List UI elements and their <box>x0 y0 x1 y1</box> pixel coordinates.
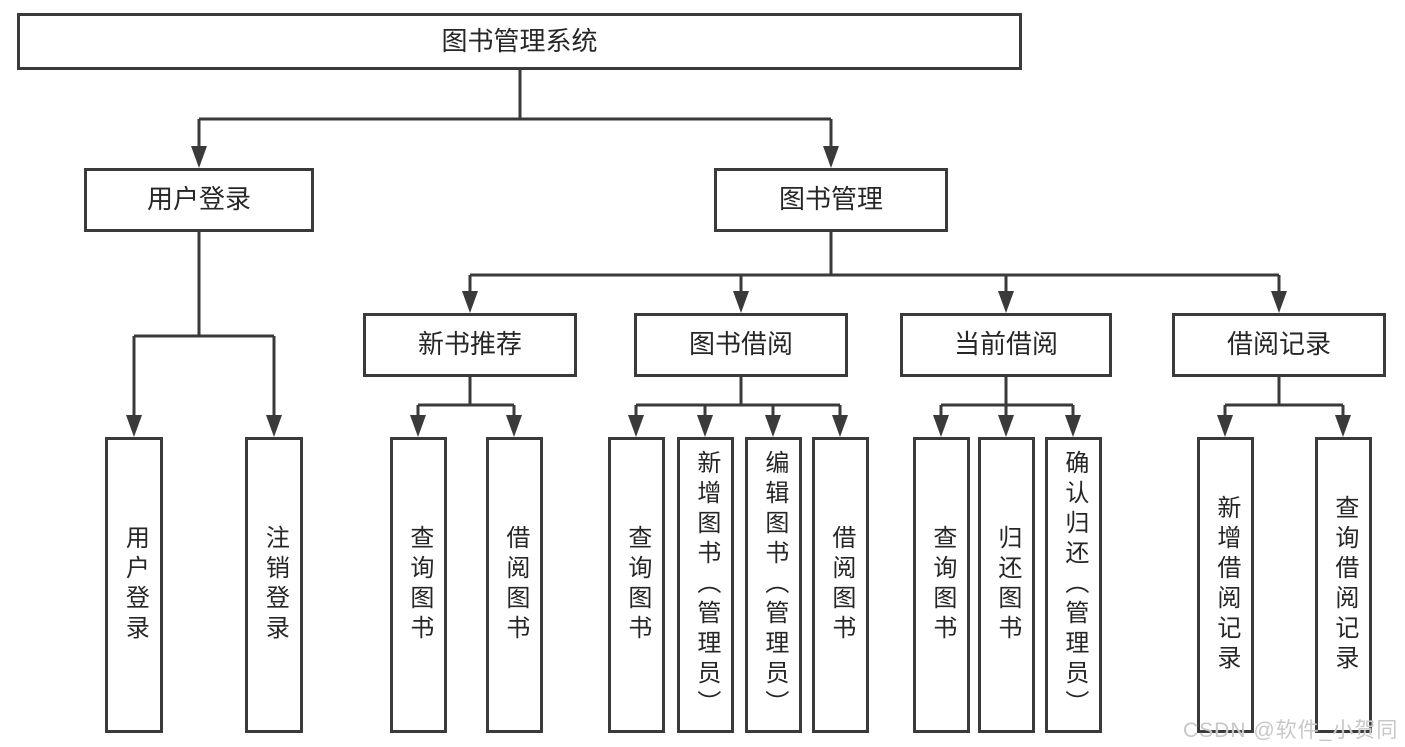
branch-node-user-login: 用户登录 <box>84 168 314 232</box>
leaf-node-edit-books-admin: 编辑图书（管理员） <box>745 437 802 733</box>
group-node-new-book-recommend: 新书推荐 <box>363 313 577 377</box>
leaf-node-query-borrow-record: 查询借阅记录 <box>1315 437 1372 733</box>
leaf-node-return-books: 归还图书 <box>978 437 1035 733</box>
leaf-node-query-books-2: 查询图书 <box>608 437 665 733</box>
leaf-node-borrow-books-2: 借阅图书 <box>812 437 869 733</box>
leaf-node-add-books-admin: 新增图书（管理员） <box>677 437 734 733</box>
leaf-node-query-books-1: 查询图书 <box>390 437 447 733</box>
branch-node-book-management: 图书管理 <box>714 168 948 232</box>
leaf-node-confirm-return-admin: 确认归还（管理员） <box>1045 437 1102 733</box>
leaf-node-user-login: 用户登录 <box>105 437 163 733</box>
group-node-borrowing-records: 借阅记录 <box>1172 313 1386 377</box>
leaf-node-query-books-3: 查询图书 <box>913 437 970 733</box>
leaf-node-add-borrow-record: 新增借阅记录 <box>1197 437 1254 733</box>
csdn-watermark: CSDN @软件_小贺同学 <box>1183 719 1399 742</box>
group-node-current-borrowing: 当前借阅 <box>900 313 1112 377</box>
group-node-book-borrowing: 图书借阅 <box>634 313 848 377</box>
root-node-system: 图书管理系统 <box>17 13 1022 70</box>
arrowheads <box>126 146 1351 437</box>
leaf-node-logout: 注销登录 <box>245 437 303 733</box>
leaf-node-borrow-books-1: 借阅图书 <box>486 437 543 733</box>
